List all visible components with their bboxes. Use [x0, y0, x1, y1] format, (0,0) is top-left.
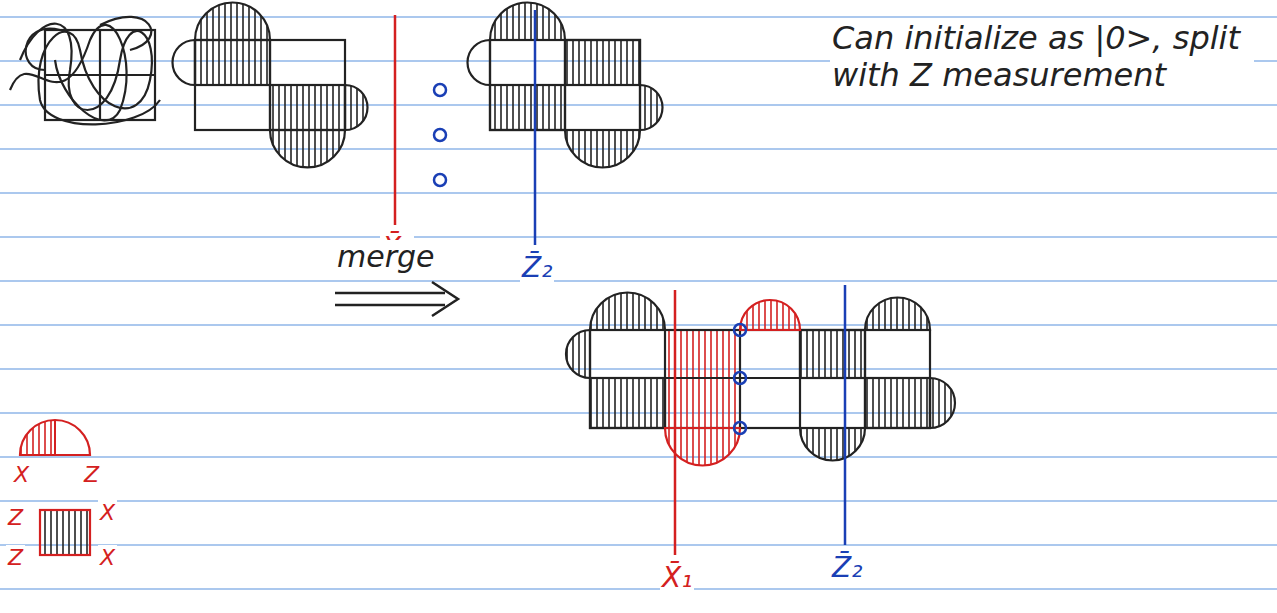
- logical-x-line: [394, 15, 397, 225]
- ancilla-qubits: [434, 84, 446, 186]
- pauli-label: X: [98, 545, 117, 570]
- pauli-label: X: [98, 500, 117, 525]
- pauli-label: X: [12, 462, 31, 487]
- merged-patch: [566, 293, 955, 466]
- logical-z-line: [534, 10, 537, 245]
- pauli-label: Z: [6, 545, 25, 570]
- pauli-label: Z: [6, 505, 25, 530]
- logical-operator-label: X̄₁: [660, 562, 694, 594]
- logical-x-line: [674, 290, 677, 555]
- logical-operator-label: Z̄₂: [830, 552, 864, 584]
- logical-operator-label: Z̄₂: [520, 252, 554, 284]
- surface-code-patch: [468, 3, 663, 168]
- handwritten-note: Can initialize as |0>, split with Z meas…: [830, 20, 1254, 94]
- merged-qubits: [734, 324, 746, 434]
- pauli-label: Z: [82, 462, 101, 487]
- stabilizer-key: [20, 420, 90, 555]
- scribbled-patch: [10, 17, 160, 125]
- surface-code-patch: [173, 3, 368, 168]
- merge-label: merge: [335, 240, 437, 275]
- paper-rules: [0, 17, 1277, 589]
- merge-arrow: [335, 282, 458, 316]
- logical-z-line: [844, 285, 847, 545]
